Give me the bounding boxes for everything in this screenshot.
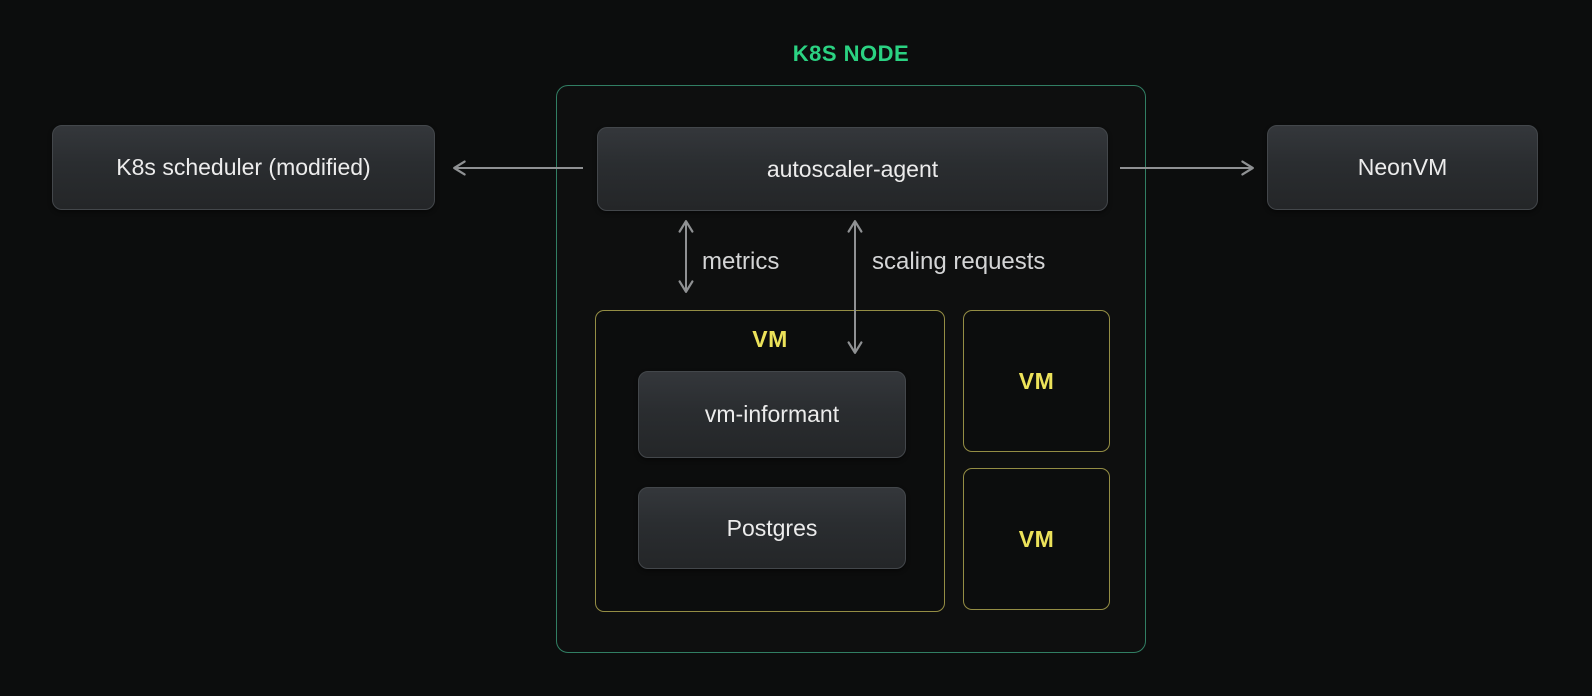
vm-small-bottom-box: VM [963, 468, 1110, 610]
metrics-label: metrics [702, 248, 780, 275]
neonvm-box: NeonVM [1267, 125, 1538, 210]
vm-informant-label: vm-informant [704, 401, 840, 427]
vm-small-top-label: VM [1018, 367, 1055, 394]
vm-small-top-box: VM [963, 310, 1110, 452]
scheduler-box: K8s scheduler (modified) [52, 125, 435, 210]
autoscaler-agent-label: autoscaler-agent [766, 155, 939, 182]
k8s-node-title: K8S NODE [792, 41, 910, 66]
neonvm-label: NeonVM [1357, 154, 1448, 180]
vm-small-bottom-label: VM [1018, 525, 1055, 552]
autoscaler-agent-box: autoscaler-agent [597, 127, 1108, 211]
scaling-requests-label: scaling requests [872, 248, 1046, 275]
vm-informant-box: vm-informant [638, 371, 906, 458]
vm-main-label: VM [752, 326, 788, 352]
scheduler-label: K8s scheduler (modified) [116, 154, 371, 180]
k8s-node-container [556, 85, 1146, 653]
postgres-box: Postgres [638, 487, 906, 569]
vm-main-box: VM vm-informant Postgres [595, 310, 945, 612]
postgres-label: Postgres [726, 514, 818, 541]
